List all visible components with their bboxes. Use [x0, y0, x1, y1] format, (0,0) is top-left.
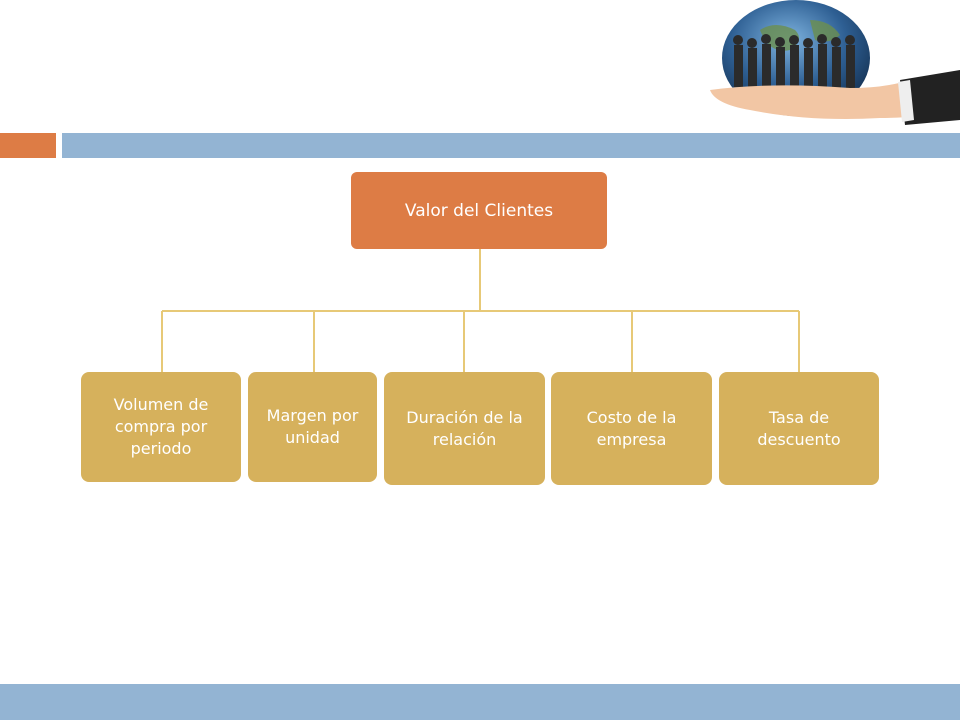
child-node-label: Volumen de compra por periodo [113, 395, 209, 458]
child-node-costo-empresa: Costo de la empresa [551, 372, 712, 485]
child-node-duracion-relacion: Duración de la relación [384, 372, 545, 485]
child-node-label: Tasa de descuento [757, 407, 841, 449]
root-node-valor-clientes: Valor del Clientes [351, 172, 607, 249]
child-node-tasa-descuento: Tasa de descuento [719, 372, 879, 485]
child-node-label: Costo de la empresa [586, 407, 677, 449]
child-node-volumen-compra: Volumen de compra por periodo [81, 372, 241, 482]
child-node-label: Duración de la relación [406, 407, 523, 449]
child-node-label: Margen por unidad [266, 406, 359, 447]
globe-people-on-hand-icon [710, 0, 960, 125]
header-accent-blue [62, 133, 960, 158]
footer-band [0, 684, 960, 720]
child-node-margen-unidad: Margen por unidad [248, 372, 377, 482]
root-node-label: Valor del Clientes [404, 200, 554, 221]
header-accent-orange [0, 133, 56, 158]
